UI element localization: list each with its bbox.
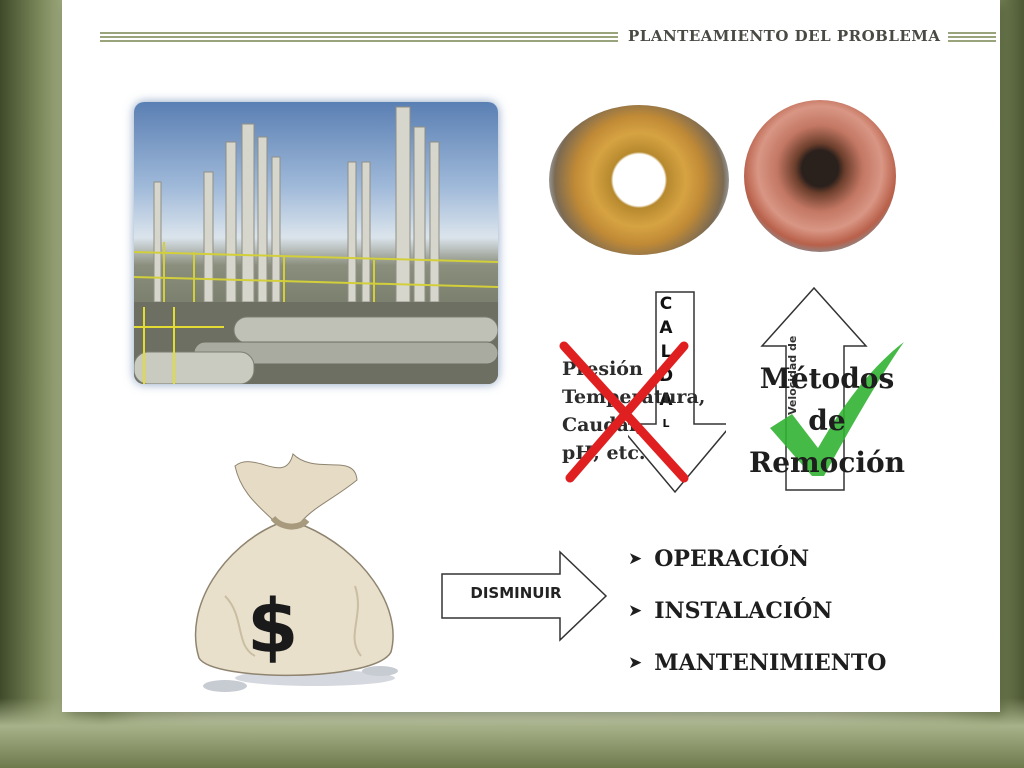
methods-label: Métodos de Remoción xyxy=(748,362,906,479)
check-mark-icon xyxy=(770,342,904,476)
slide-title: PLANTEAMIENTO DEL PROBLEMA xyxy=(628,27,941,45)
disminuir-arrow xyxy=(441,550,608,642)
money-bag-image: $ xyxy=(194,453,398,692)
list-item: ➤ INSTALACIÓN xyxy=(628,598,833,624)
cost-bullet-list: ➤ OPERACIÓN ➤ INSTALACIÓN ➤ MANTENIMIENT… xyxy=(628,533,886,689)
dollar-sign-icon: $ xyxy=(247,584,299,670)
disminuir-label: DISMINUIR xyxy=(470,584,562,602)
scaled-pipe-photo-1 xyxy=(549,105,729,255)
title-rule-right xyxy=(948,32,996,42)
arrowhead-bullet-icon: ➤ xyxy=(628,601,643,621)
arrowhead-bullet-icon: ➤ xyxy=(628,549,643,569)
refinery-photo xyxy=(134,102,498,384)
title-rule-left xyxy=(100,32,618,42)
list-item: ➤ OPERACIÓN xyxy=(628,546,810,572)
cross-mark-icon xyxy=(559,341,689,483)
arrowhead-bullet-icon: ➤ xyxy=(628,653,643,673)
scaled-pipe-photo-2 xyxy=(744,100,896,252)
list-item: ➤ MANTENIMIENTO xyxy=(628,650,887,676)
